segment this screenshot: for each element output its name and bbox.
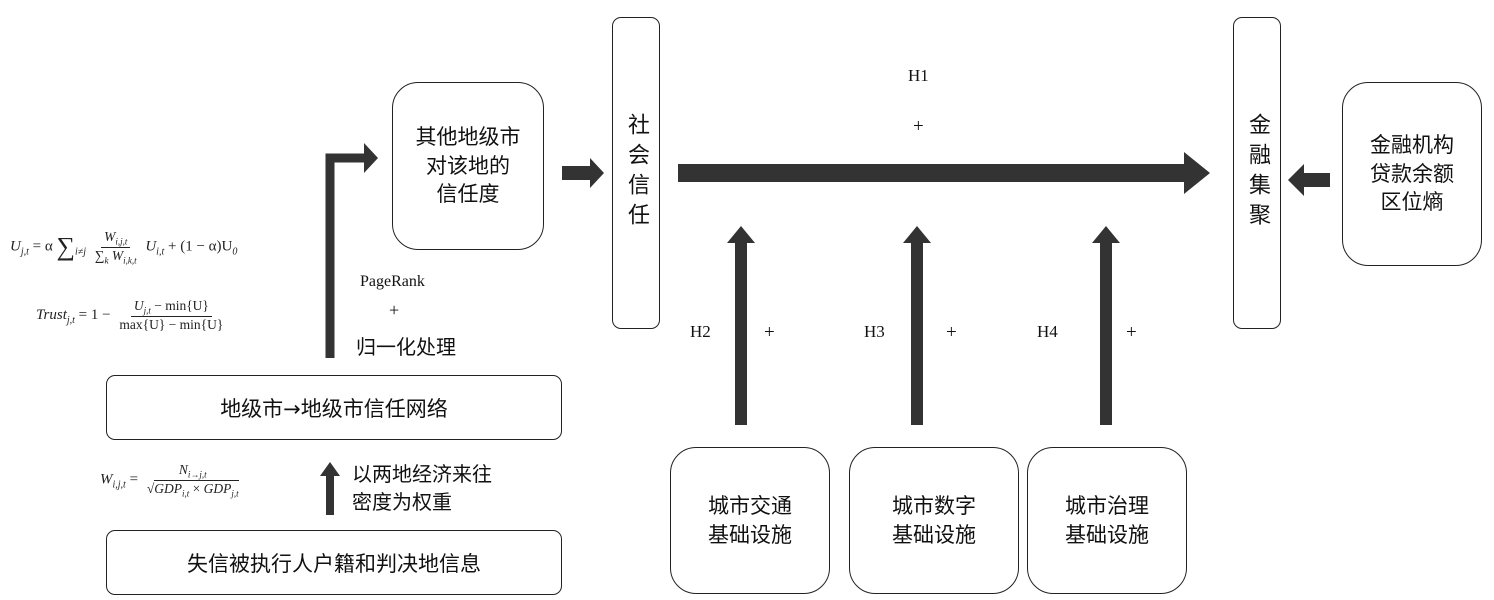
h1-sign: +	[913, 116, 924, 137]
financial-agglomeration-label: 金融集聚	[1245, 113, 1270, 233]
h1-label: H1	[908, 66, 929, 85]
trust-of-others-box: 其他地级市 对该地的 信任度	[392, 82, 544, 250]
weight-note: 以两地经济来往 密度为权重	[352, 462, 492, 514]
normalize-label: 归一化处理	[356, 335, 456, 359]
pagerank-label: PageRank	[360, 273, 425, 290]
formula-w: Wi,j,t = Ni→j,t √GDPi,t × GDPj,t	[100, 462, 239, 499]
h4-arrow	[1092, 226, 1120, 425]
pagerank-plus: +	[389, 300, 400, 320]
formula-u: Uj,t = α ∑i≠j Wi,j,t ∑k Wi,k,t Ui,t + (1…	[10, 229, 238, 266]
h2-label: H2	[690, 322, 711, 341]
formula-trust: Trustj,t = 1 − Uj,t − min{U} max{U} − mi…	[36, 298, 224, 332]
pagerank-elbow-arrow	[325, 153, 366, 358]
financial-agglomeration-box: 金融集聚	[1233, 17, 1281, 329]
arrow-from-loan-entropy	[1288, 164, 1330, 196]
pagerank-elbow-arrowhead	[364, 143, 378, 173]
trust-network-label: 地级市→地级市信任网络	[220, 396, 448, 421]
trust-of-others-label: 其他地级市 对该地的 信任度	[415, 125, 521, 207]
h3-label: H3	[864, 322, 885, 341]
h3-sign: +	[946, 322, 957, 343]
governance-infra-box: 城市治理 基础设施	[1027, 447, 1187, 594]
social-trust-box: 社会信任	[612, 17, 660, 329]
defaulter-info-box: 失信被执行人户籍和判决地信息	[106, 530, 562, 595]
digital-infra-label: 城市数字 基础设施	[892, 494, 976, 547]
loan-entropy-label: 金融机构 贷款余额 区位熵	[1370, 133, 1454, 215]
governance-infra-label: 城市治理 基础设施	[1065, 494, 1149, 547]
arrow-to-social-trust	[562, 158, 604, 188]
transport-infra-label: 城市交通 基础设施	[708, 494, 792, 547]
loan-entropy-box: 金融机构 贷款余额 区位熵	[1342, 82, 1482, 266]
h1-main-arrow	[678, 152, 1210, 194]
transport-infra-box: 城市交通 基础设施	[670, 447, 830, 594]
defaulter-info-label: 失信被执行人户籍和判决地信息	[187, 551, 481, 576]
h2-arrow	[727, 226, 755, 425]
weight-up-arrow	[320, 462, 340, 515]
trust-network-box: 地级市→地级市信任网络	[106, 375, 562, 440]
digital-infra-box: 城市数字 基础设施	[849, 447, 1019, 594]
social-trust-label: 社会信任	[624, 113, 649, 233]
h2-sign: +	[764, 322, 775, 343]
h3-arrow	[903, 226, 931, 425]
h4-label: H4	[1037, 322, 1058, 341]
h4-sign: +	[1126, 322, 1137, 343]
